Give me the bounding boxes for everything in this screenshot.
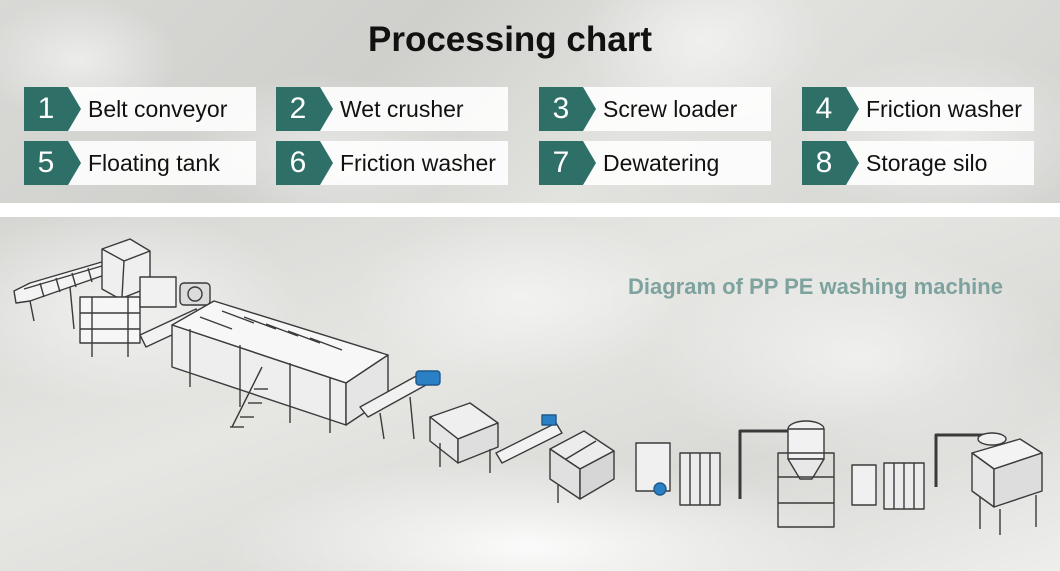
step-2: Wet crusher 2 bbox=[276, 87, 508, 131]
cyclone-silo-machine bbox=[777, 420, 835, 528]
step-3: Screw loader 3 bbox=[539, 87, 771, 131]
dryer-machine bbox=[851, 433, 984, 510]
step-number-badge: 2 bbox=[276, 87, 320, 131]
step-number-badge: 4 bbox=[802, 87, 846, 131]
divider-band bbox=[0, 203, 1060, 217]
washing-line-illustration bbox=[13, 238, 1043, 535]
badge-arrow-icon bbox=[320, 87, 333, 131]
motor-icon bbox=[179, 282, 211, 306]
step-number-badge: 8 bbox=[802, 141, 846, 185]
step-number-badge: 7 bbox=[539, 141, 583, 185]
badge-arrow-icon bbox=[320, 141, 333, 185]
step-7: Dewatering 7 bbox=[539, 141, 771, 185]
step-6: Friction washer 6 bbox=[276, 141, 508, 185]
step-number-badge: 6 bbox=[276, 141, 320, 185]
step-label: Screw loader bbox=[583, 87, 771, 131]
step-1: Belt conveyor 1 bbox=[24, 87, 256, 131]
step-label: Wet crusher bbox=[320, 87, 508, 131]
flake-texture-bottom bbox=[0, 217, 1060, 571]
step-label: Storage silo bbox=[846, 141, 1034, 185]
step-label: Friction washer bbox=[846, 87, 1034, 131]
badge-arrow-icon bbox=[583, 141, 596, 185]
badge-arrow-icon bbox=[846, 87, 859, 131]
drying-pipe-system bbox=[635, 429, 790, 506]
wet-crusher-machine bbox=[79, 238, 177, 357]
page-title: Processing chart bbox=[368, 20, 652, 59]
step-label: Floating tank bbox=[68, 141, 256, 185]
step-label: Friction washer bbox=[320, 141, 508, 185]
badge-arrow-icon bbox=[846, 141, 859, 185]
badge-arrow-icon bbox=[68, 87, 81, 131]
screw-loader-machine bbox=[359, 370, 441, 440]
step-number-badge: 1 bbox=[24, 87, 68, 131]
diagram-title: Diagram of PP PE washing machine bbox=[628, 274, 1003, 299]
dewatering-machine bbox=[549, 430, 615, 503]
step-label: Belt conveyor bbox=[68, 87, 256, 131]
badge-arrow-icon bbox=[68, 141, 81, 185]
step-5: Floating tank 5 bbox=[24, 141, 256, 185]
step-label: Dewatering bbox=[583, 141, 771, 185]
step-number-badge: 5 bbox=[24, 141, 68, 185]
badge-arrow-icon bbox=[583, 87, 596, 131]
friction-washer-2-machine bbox=[495, 414, 563, 464]
storage-silo-machine bbox=[971, 432, 1043, 535]
step-8: Storage silo 8 bbox=[802, 141, 1034, 185]
step-number-badge: 3 bbox=[539, 87, 583, 131]
floating-tank-machine bbox=[171, 300, 389, 433]
step-4: Friction washer 4 bbox=[802, 87, 1034, 131]
friction-washer-machine bbox=[429, 402, 499, 473]
belt-conveyor-machine bbox=[13, 258, 117, 330]
